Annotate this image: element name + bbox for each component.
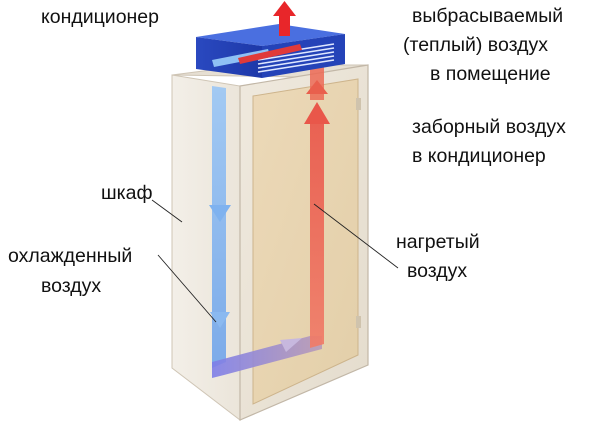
label-cooled-line2: воздух	[41, 275, 102, 297]
label-ac-unit: кондиционер	[41, 6, 159, 28]
leader-cooled	[157, 254, 217, 323]
label-heated-line2: воздух	[407, 260, 468, 282]
label-cabinet: шкаф	[101, 182, 153, 204]
label-cooled-line1: охлажденный	[8, 245, 133, 267]
door-hinge-bottom	[356, 316, 361, 328]
bottom-air-stream	[212, 336, 322, 378]
leader-cabinet	[151, 199, 183, 223]
label-heated-line1: нагретый	[396, 231, 480, 253]
warm-air-arrow-up	[304, 102, 330, 124]
leader-heated	[313, 203, 399, 269]
door-hinge-top	[356, 98, 361, 110]
bottom-air-arrow-right	[280, 338, 302, 352]
warm-air-stream	[310, 118, 324, 348]
label-intake-line2: в кондиционер	[412, 145, 546, 167]
label-intake-line1: заборный воздух	[412, 116, 566, 138]
label-exhaust-line1: выбрасываемый	[412, 5, 564, 27]
ac-unit	[196, 24, 345, 78]
exhaust-arrow	[273, 1, 296, 36]
cold-air-arrow-down-lower	[210, 312, 230, 328]
label-exhaust-line2: (теплый) воздух	[403, 34, 548, 56]
label-exhaust-line3: в помещение	[430, 63, 551, 85]
cold-air-stream	[212, 86, 226, 368]
airflow	[209, 62, 330, 378]
cold-air-arrow-down	[209, 205, 231, 222]
intake-air-arrow-up	[306, 80, 328, 94]
ac-red-flow	[238, 44, 302, 64]
leader-lines	[151, 199, 399, 323]
cabinet	[171, 64, 369, 422]
ac-top	[196, 24, 345, 46]
